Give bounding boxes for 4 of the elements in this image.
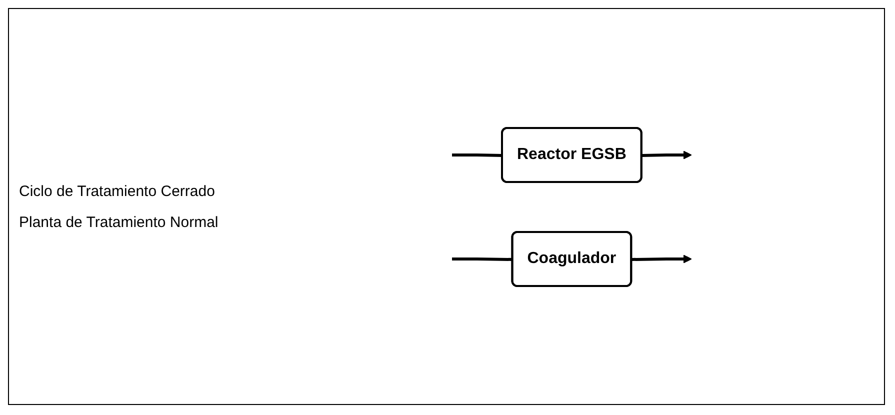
flow-label: Ciclo de Tratamiento Cerrado — [19, 182, 216, 200]
process-box: Reactor EGSB — [500, 126, 642, 182]
flow-label: Planta de Tratamiento Normal — [19, 214, 220, 230]
process-box: Coagulador — [511, 230, 632, 286]
